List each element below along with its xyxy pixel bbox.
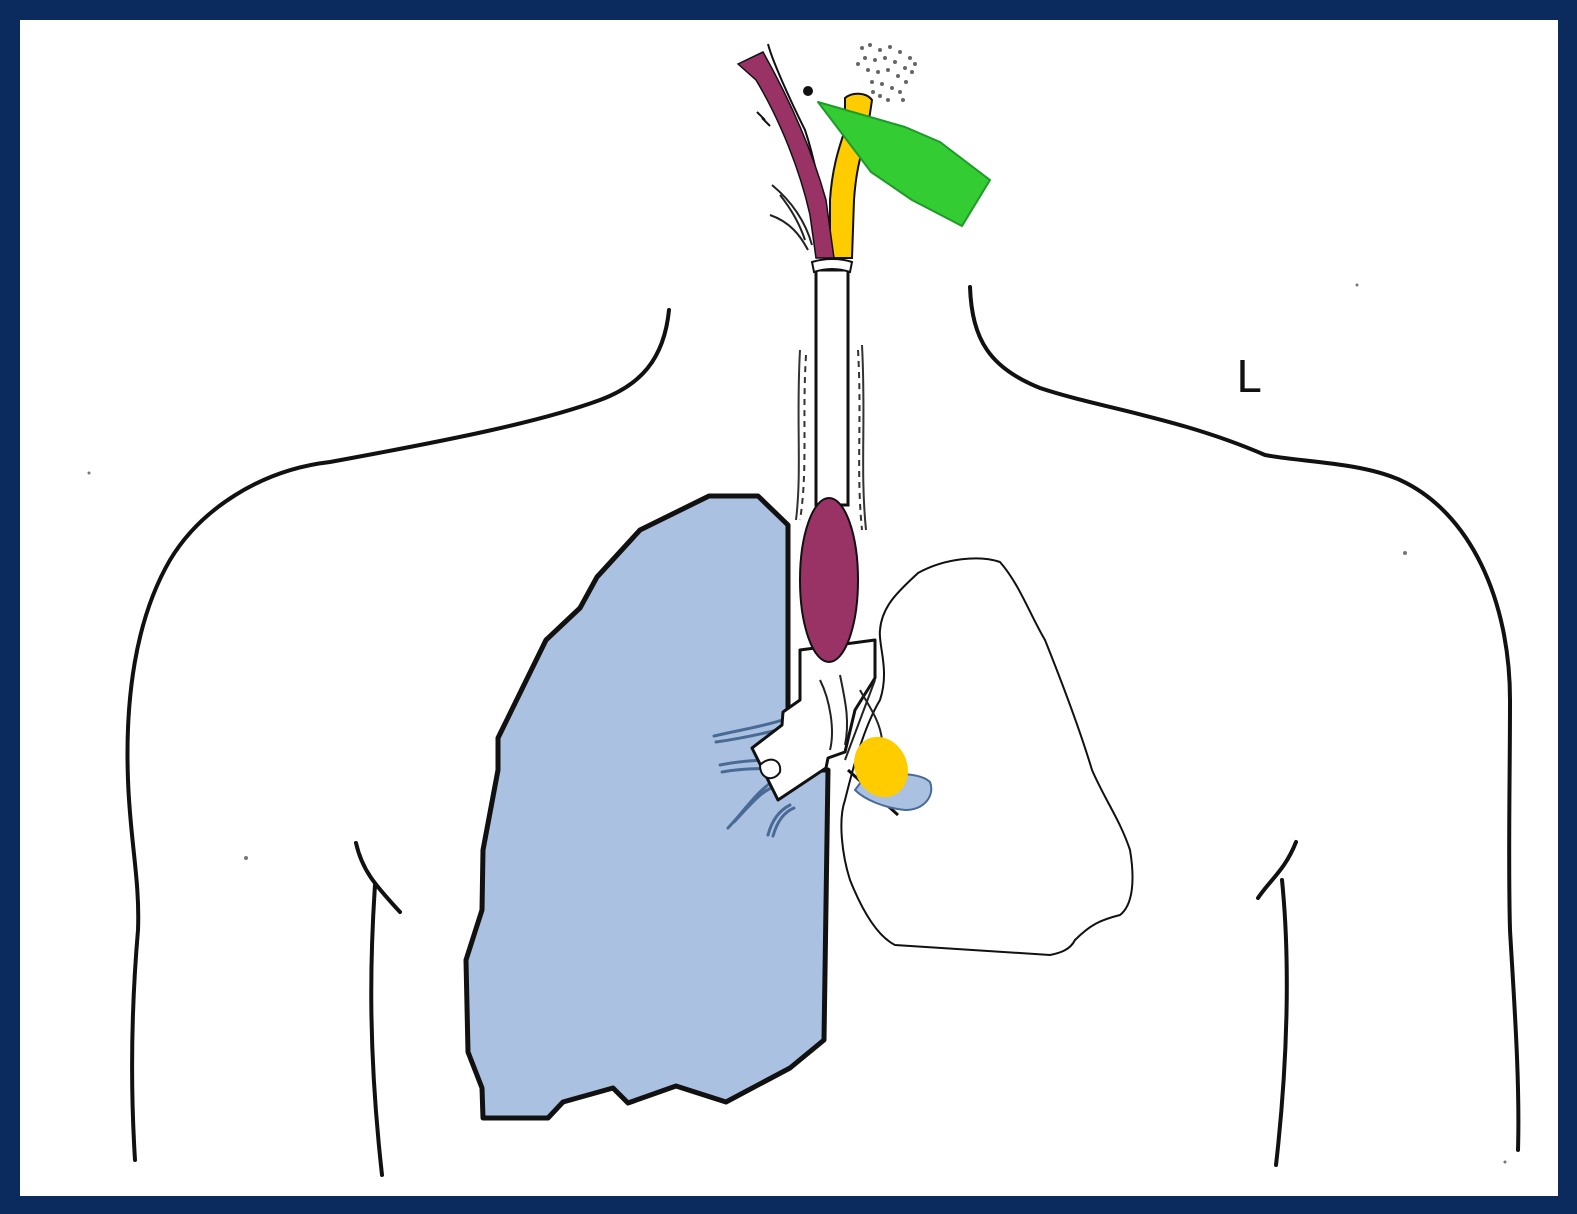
- right-tracheal-vessel: [862, 345, 866, 530]
- diagram-canvas: L: [20, 20, 1558, 1196]
- mediastinal-lymph-node: [800, 498, 858, 662]
- neck-maroon-vessel: [738, 52, 834, 258]
- stippled-patch: [856, 43, 917, 102]
- right-armpit-line: [1258, 842, 1296, 1165]
- trachea-tube: [816, 270, 848, 505]
- right-lung: [466, 496, 828, 1118]
- side-marker-label: L: [1236, 356, 1261, 400]
- trachea: [796, 259, 866, 530]
- thorax-diagram: [20, 20, 1558, 1196]
- left-armpit-line: [356, 843, 400, 1175]
- left-tracheal-vessel: [796, 350, 800, 520]
